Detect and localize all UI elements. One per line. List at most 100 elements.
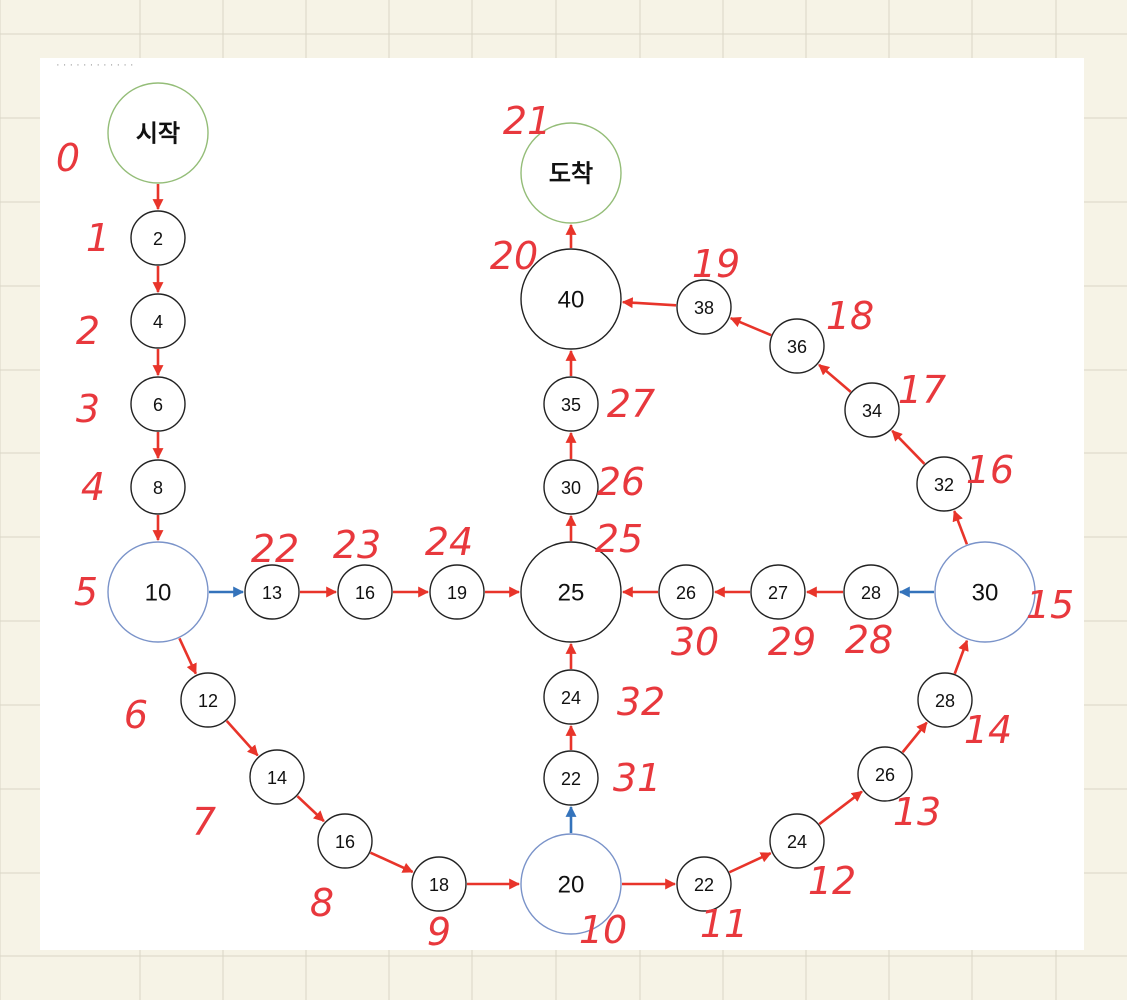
handwritten-step-number: 19 [692, 242, 740, 286]
node-value-label: 22 [694, 875, 714, 895]
node-circle [543, 459, 599, 515]
node-circle [676, 279, 732, 335]
handwritten-step-number: 30 [671, 620, 719, 664]
node-value-label: 35 [561, 395, 581, 415]
node-value-label: 6 [153, 395, 163, 415]
board-node-n27m: 27 [750, 564, 806, 620]
node-value-label: 2 [153, 229, 163, 249]
node-value-label: 4 [153, 312, 163, 332]
node-value-label: 18 [429, 875, 449, 895]
handwritten-step-number: 25 [595, 517, 643, 561]
handwritten-step-number: 7 [192, 800, 216, 844]
node-circle [844, 382, 900, 438]
board-node-n16m: 16 [337, 564, 393, 620]
node-value-label: 16 [355, 583, 375, 603]
node-value-label: 26 [875, 765, 895, 785]
node-circle [934, 541, 1036, 643]
board-node-n22c: 22 [543, 750, 599, 806]
board-node-n13: 13 [244, 564, 300, 620]
board-node-n36: 36 [769, 318, 825, 374]
handwritten-step-number: 16 [966, 448, 1014, 492]
board-node-n16b: 16 [317, 813, 373, 869]
node-value-label: 28 [861, 583, 881, 603]
handwritten-step-number: 10 [579, 908, 627, 952]
handwritten-step-number: 26 [597, 460, 645, 504]
handwritten-step-number: 9 [427, 910, 451, 954]
handwritten-step-number: 23 [333, 523, 381, 567]
board-node-end: 도착 [520, 122, 622, 224]
node-circle [543, 376, 599, 432]
node-circle [411, 856, 467, 912]
node-circle [658, 564, 714, 620]
board-node-n28r: 28 [917, 672, 973, 728]
top-scribble-text: · · · · · · · · · · · · [56, 59, 134, 71]
board-node-n20: 20 [520, 833, 622, 935]
handwritten-step-number: 20 [490, 234, 538, 278]
node-value-label: 40 [558, 287, 585, 314]
handwritten-step-number: 21 [503, 99, 551, 143]
node-value-label: 24 [561, 688, 581, 708]
node-value-label: 24 [787, 832, 807, 852]
handwritten-step-number: 18 [826, 294, 874, 338]
edge-layer [152, 184, 969, 890]
node-value-label: 8 [153, 478, 163, 498]
handwritten-step-number: 2 [76, 309, 100, 353]
board-node-n38: 38 [676, 279, 732, 335]
node-value-label: 16 [335, 832, 355, 852]
node-circle [249, 749, 305, 805]
node-circle [107, 541, 209, 643]
handwritten-step-number: 32 [617, 680, 665, 724]
handwritten-step-number: 17 [898, 368, 946, 412]
board-node-n19: 19 [429, 564, 485, 620]
node-value-label: 26 [676, 583, 696, 603]
board-node-n26m: 26 [658, 564, 714, 620]
board-node-n8: 8 [130, 459, 186, 515]
node-circle [543, 750, 599, 806]
edge-arrow-n32-to-n34 [891, 429, 926, 465]
edge-arrow-n38-to-n40 [621, 297, 677, 309]
handwritten-step-number: 29 [768, 620, 816, 664]
node-circle [916, 456, 972, 512]
handwritten-step-number: 12 [808, 859, 856, 903]
board-node-n22r: 22 [676, 856, 732, 912]
handwritten-step-number: 22 [251, 527, 299, 571]
node-circle [130, 210, 186, 266]
node-circle [337, 564, 393, 620]
edge-arrow-n16b-to-n18 [369, 851, 414, 874]
board-node-n25: 25 [520, 541, 622, 643]
node-circle [520, 122, 622, 224]
node-circle [130, 459, 186, 515]
edge-arrow-n30-to-n32 [952, 510, 969, 545]
edge-arrow-n22r-to-n24r [728, 851, 772, 874]
board-node-start: 시작 [107, 82, 209, 184]
handwritten-step-number: 6 [124, 693, 148, 737]
node-value-label: 34 [862, 401, 882, 421]
board-node-n24r: 24 [769, 813, 825, 869]
board-node-n30: 30 [934, 541, 1036, 643]
board-node-n12: 12 [180, 672, 236, 728]
node-value-label: 32 [934, 475, 954, 495]
node-value-label: 30 [561, 478, 581, 498]
board-node-n6: 6 [130, 376, 186, 432]
board-node-n35: 35 [543, 376, 599, 432]
node-circle [857, 746, 913, 802]
handwritten-step-number: 28 [845, 618, 893, 662]
board-node-n4: 4 [130, 293, 186, 349]
board-node-n18: 18 [411, 856, 467, 912]
node-circle [130, 376, 186, 432]
handwritten-step-number: 8 [310, 881, 334, 925]
handwritten-step-number: 11 [700, 902, 748, 946]
node-value-label: 도착 [549, 161, 593, 188]
node-circle [917, 672, 973, 728]
edge-arrow-n36-to-n38 [729, 316, 772, 337]
node-circle [130, 293, 186, 349]
board-node-n10: 10 [107, 541, 209, 643]
node-circle [317, 813, 373, 869]
handwritten-step-number: 5 [74, 570, 98, 614]
edge-arrow-n10-to-n12 [178, 637, 197, 675]
handwritten-step-number: 14 [964, 708, 1012, 752]
node-circle [180, 672, 236, 728]
node-value-label: 10 [145, 580, 172, 607]
